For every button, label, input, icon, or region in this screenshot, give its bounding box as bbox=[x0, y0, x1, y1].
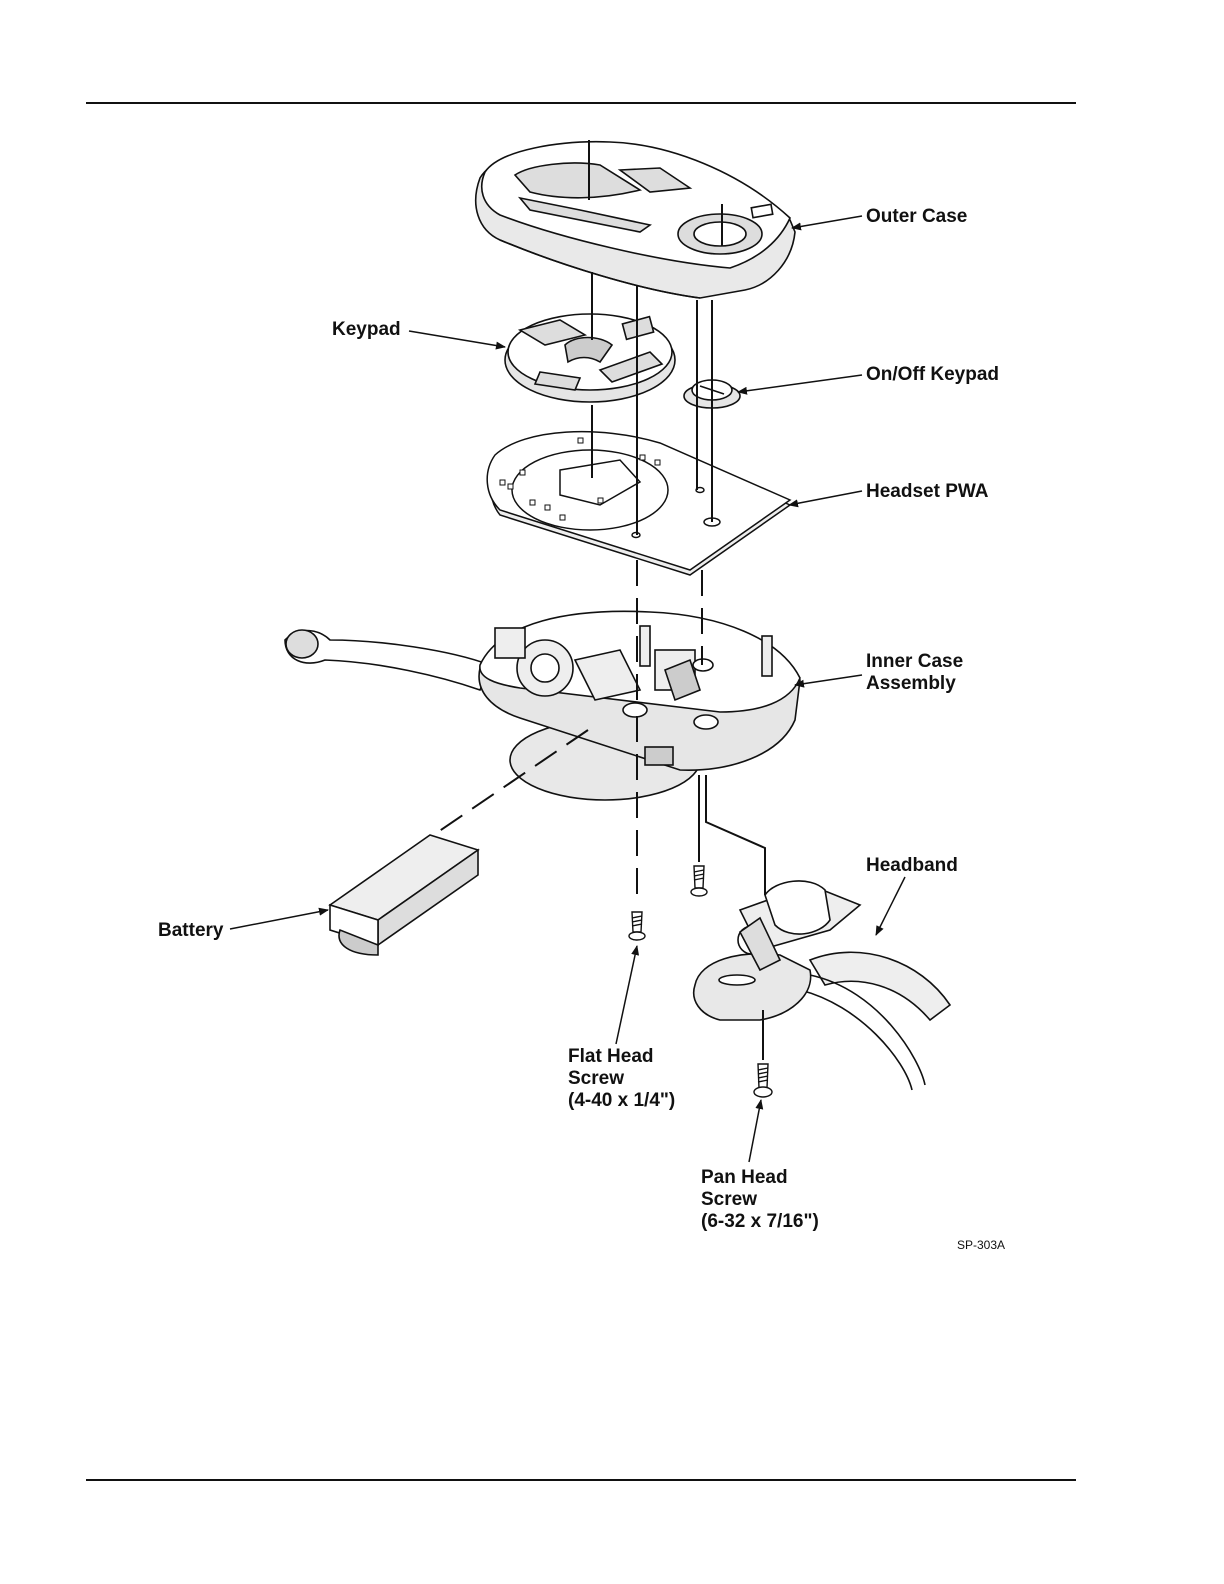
outer-case-part bbox=[476, 142, 795, 298]
flat-head-screw-right bbox=[691, 866, 707, 896]
label-onoff-keypad: On/Off Keypad bbox=[866, 364, 999, 386]
inner-case-assembly-part bbox=[285, 611, 800, 800]
label-outer-case: Outer Case bbox=[866, 206, 967, 228]
label-pan-head-line2: Screw bbox=[701, 1189, 819, 1211]
label-headset-pwa: Headset PWA bbox=[866, 481, 988, 503]
label-pan-head-line1: Pan Head bbox=[701, 1167, 819, 1189]
battery-part bbox=[330, 835, 478, 955]
keypad-part bbox=[505, 314, 675, 402]
label-inner-case-line1: Inner Case bbox=[866, 651, 963, 673]
label-flat-head-screw: Flat Head Screw (4-40 x 1/4") bbox=[568, 1046, 675, 1112]
headset-pwa-part bbox=[487, 432, 790, 575]
label-inner-case-line2: Assembly bbox=[866, 673, 963, 695]
label-battery: Battery bbox=[158, 920, 223, 942]
flat-head-screw-left bbox=[629, 912, 645, 940]
label-headband: Headband bbox=[866, 855, 958, 877]
label-flat-head-line3: (4-40 x 1/4") bbox=[568, 1090, 675, 1112]
label-keypad: Keypad bbox=[332, 319, 401, 341]
headband-part bbox=[694, 881, 950, 1090]
pan-head-screw bbox=[754, 1064, 772, 1097]
label-flat-head-line1: Flat Head bbox=[568, 1046, 675, 1068]
label-pan-head-line3: (6-32 x 7/16") bbox=[701, 1211, 819, 1233]
label-flat-head-line2: Screw bbox=[568, 1068, 675, 1090]
label-pan-head-screw: Pan Head Screw (6-32 x 7/16") bbox=[701, 1167, 819, 1233]
figure-reference: SP-303A bbox=[957, 1238, 1005, 1252]
label-inner-case-assembly: Inner Case Assembly bbox=[866, 651, 963, 695]
